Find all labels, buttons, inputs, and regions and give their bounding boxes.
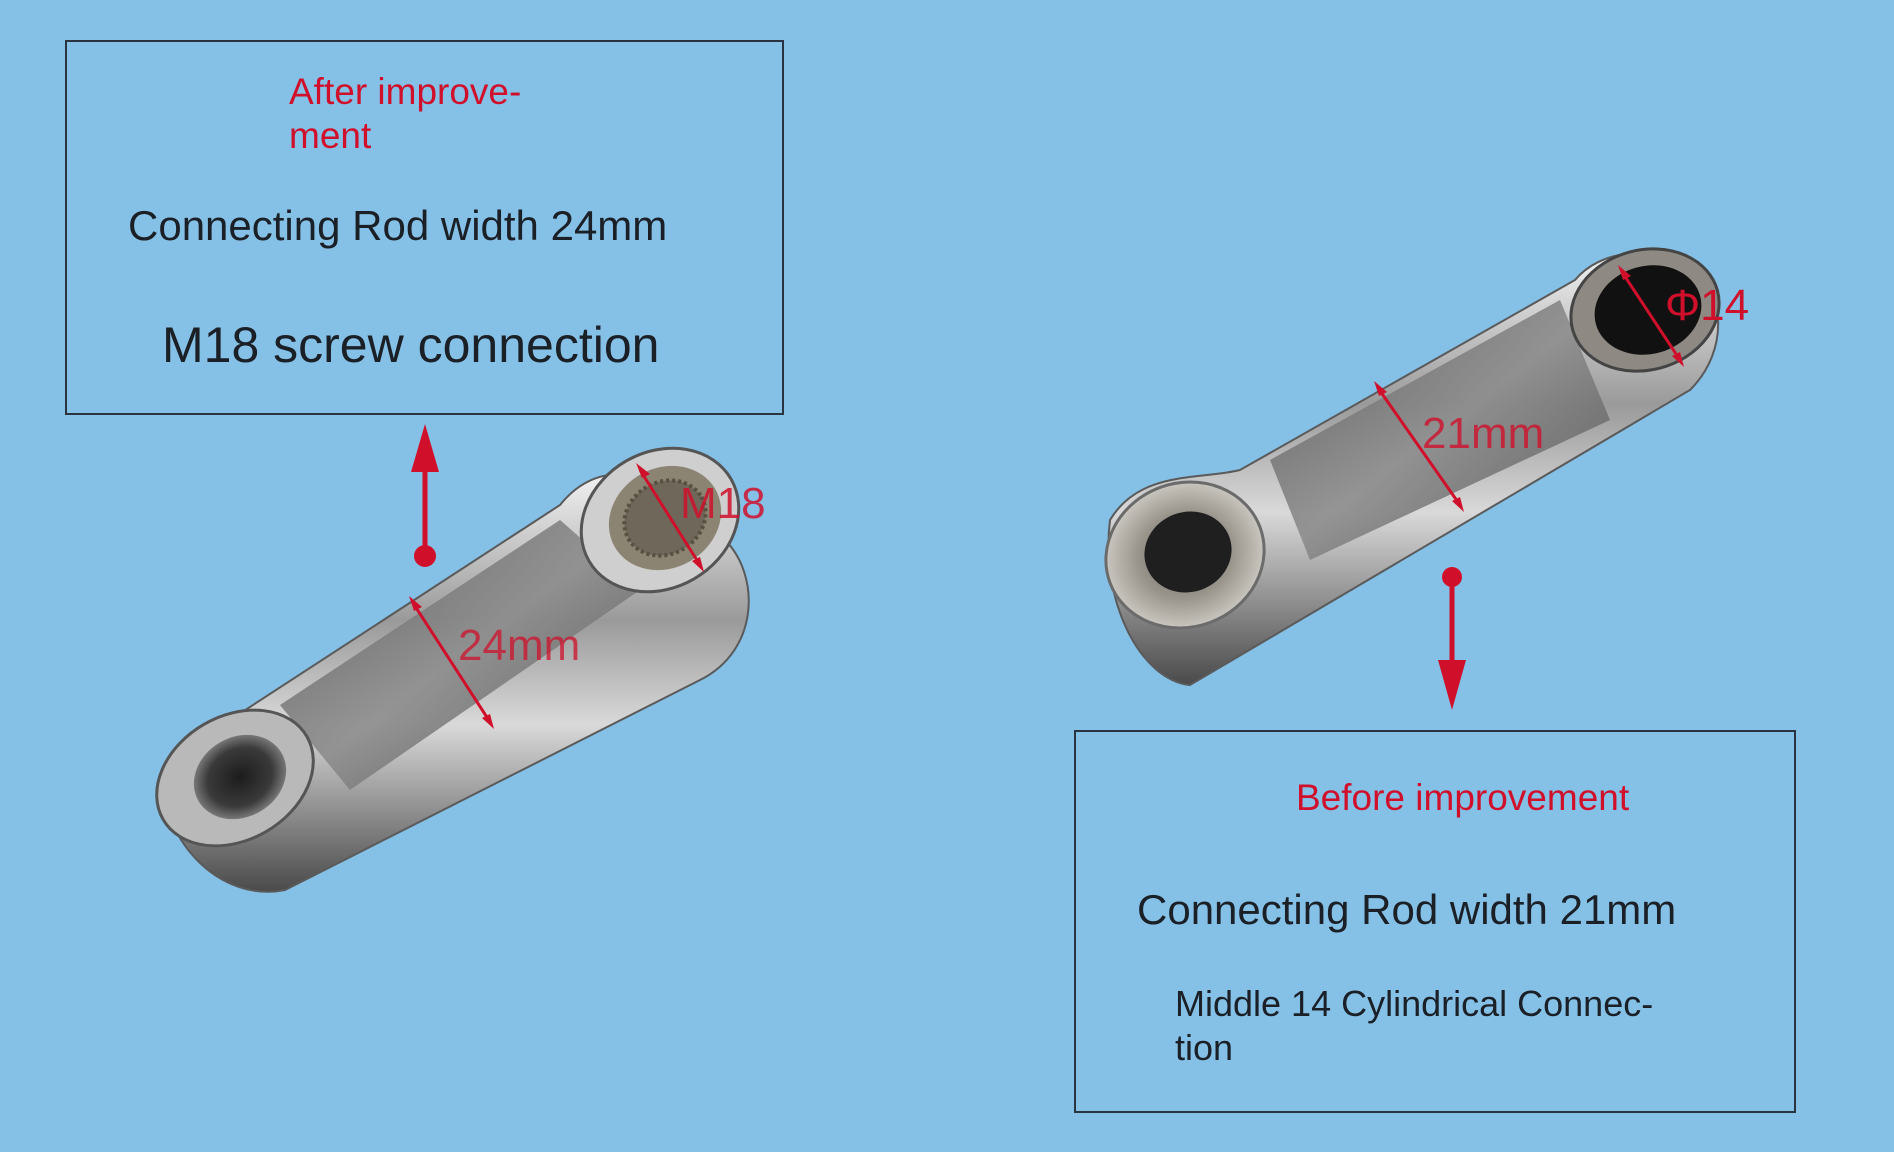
left-connecting-rod bbox=[155, 446, 750, 893]
right-phi14-dimension: Φ14 bbox=[1618, 265, 1749, 367]
before-connection-line2: tion bbox=[1175, 1027, 1234, 1068]
arrow-up-icon bbox=[411, 424, 439, 567]
before-improvement-box: Before improvement Connecting Rod width … bbox=[1074, 730, 1796, 1113]
after-title-line2: ment bbox=[289, 115, 372, 156]
after-improvement-box: After improve- ment Connecting Rod width… bbox=[65, 40, 784, 415]
before-connection-line1: Middle 14 Cylindrical Connec- bbox=[1175, 983, 1654, 1024]
left-m18-dimension: M18 bbox=[636, 463, 766, 572]
after-connection-text: M18 screw connection bbox=[162, 317, 660, 373]
right-width-label: 21mm bbox=[1422, 409, 1544, 458]
right-hole-label: Φ14 bbox=[1665, 281, 1749, 330]
right-connecting-rod bbox=[1104, 247, 1721, 687]
left-width-label: 24mm bbox=[458, 621, 580, 670]
after-improvement-title: After improve- ment bbox=[289, 70, 521, 158]
before-width-text: Connecting Rod width 21mm bbox=[1137, 886, 1677, 933]
before-connection-text: Middle 14 Cylindrical Connec- tion bbox=[1175, 982, 1653, 1070]
arrow-down-icon bbox=[1438, 567, 1466, 710]
after-width-text: Connecting Rod width 24mm bbox=[128, 202, 668, 249]
after-title-line1: After improve- bbox=[289, 71, 522, 112]
left-24mm-dimension: 24mm bbox=[409, 596, 580, 729]
right-21mm-dimension: 21mm bbox=[1374, 381, 1544, 512]
left-hole-label: M18 bbox=[680, 479, 766, 528]
before-improvement-title: Before improvement bbox=[1296, 777, 1630, 818]
